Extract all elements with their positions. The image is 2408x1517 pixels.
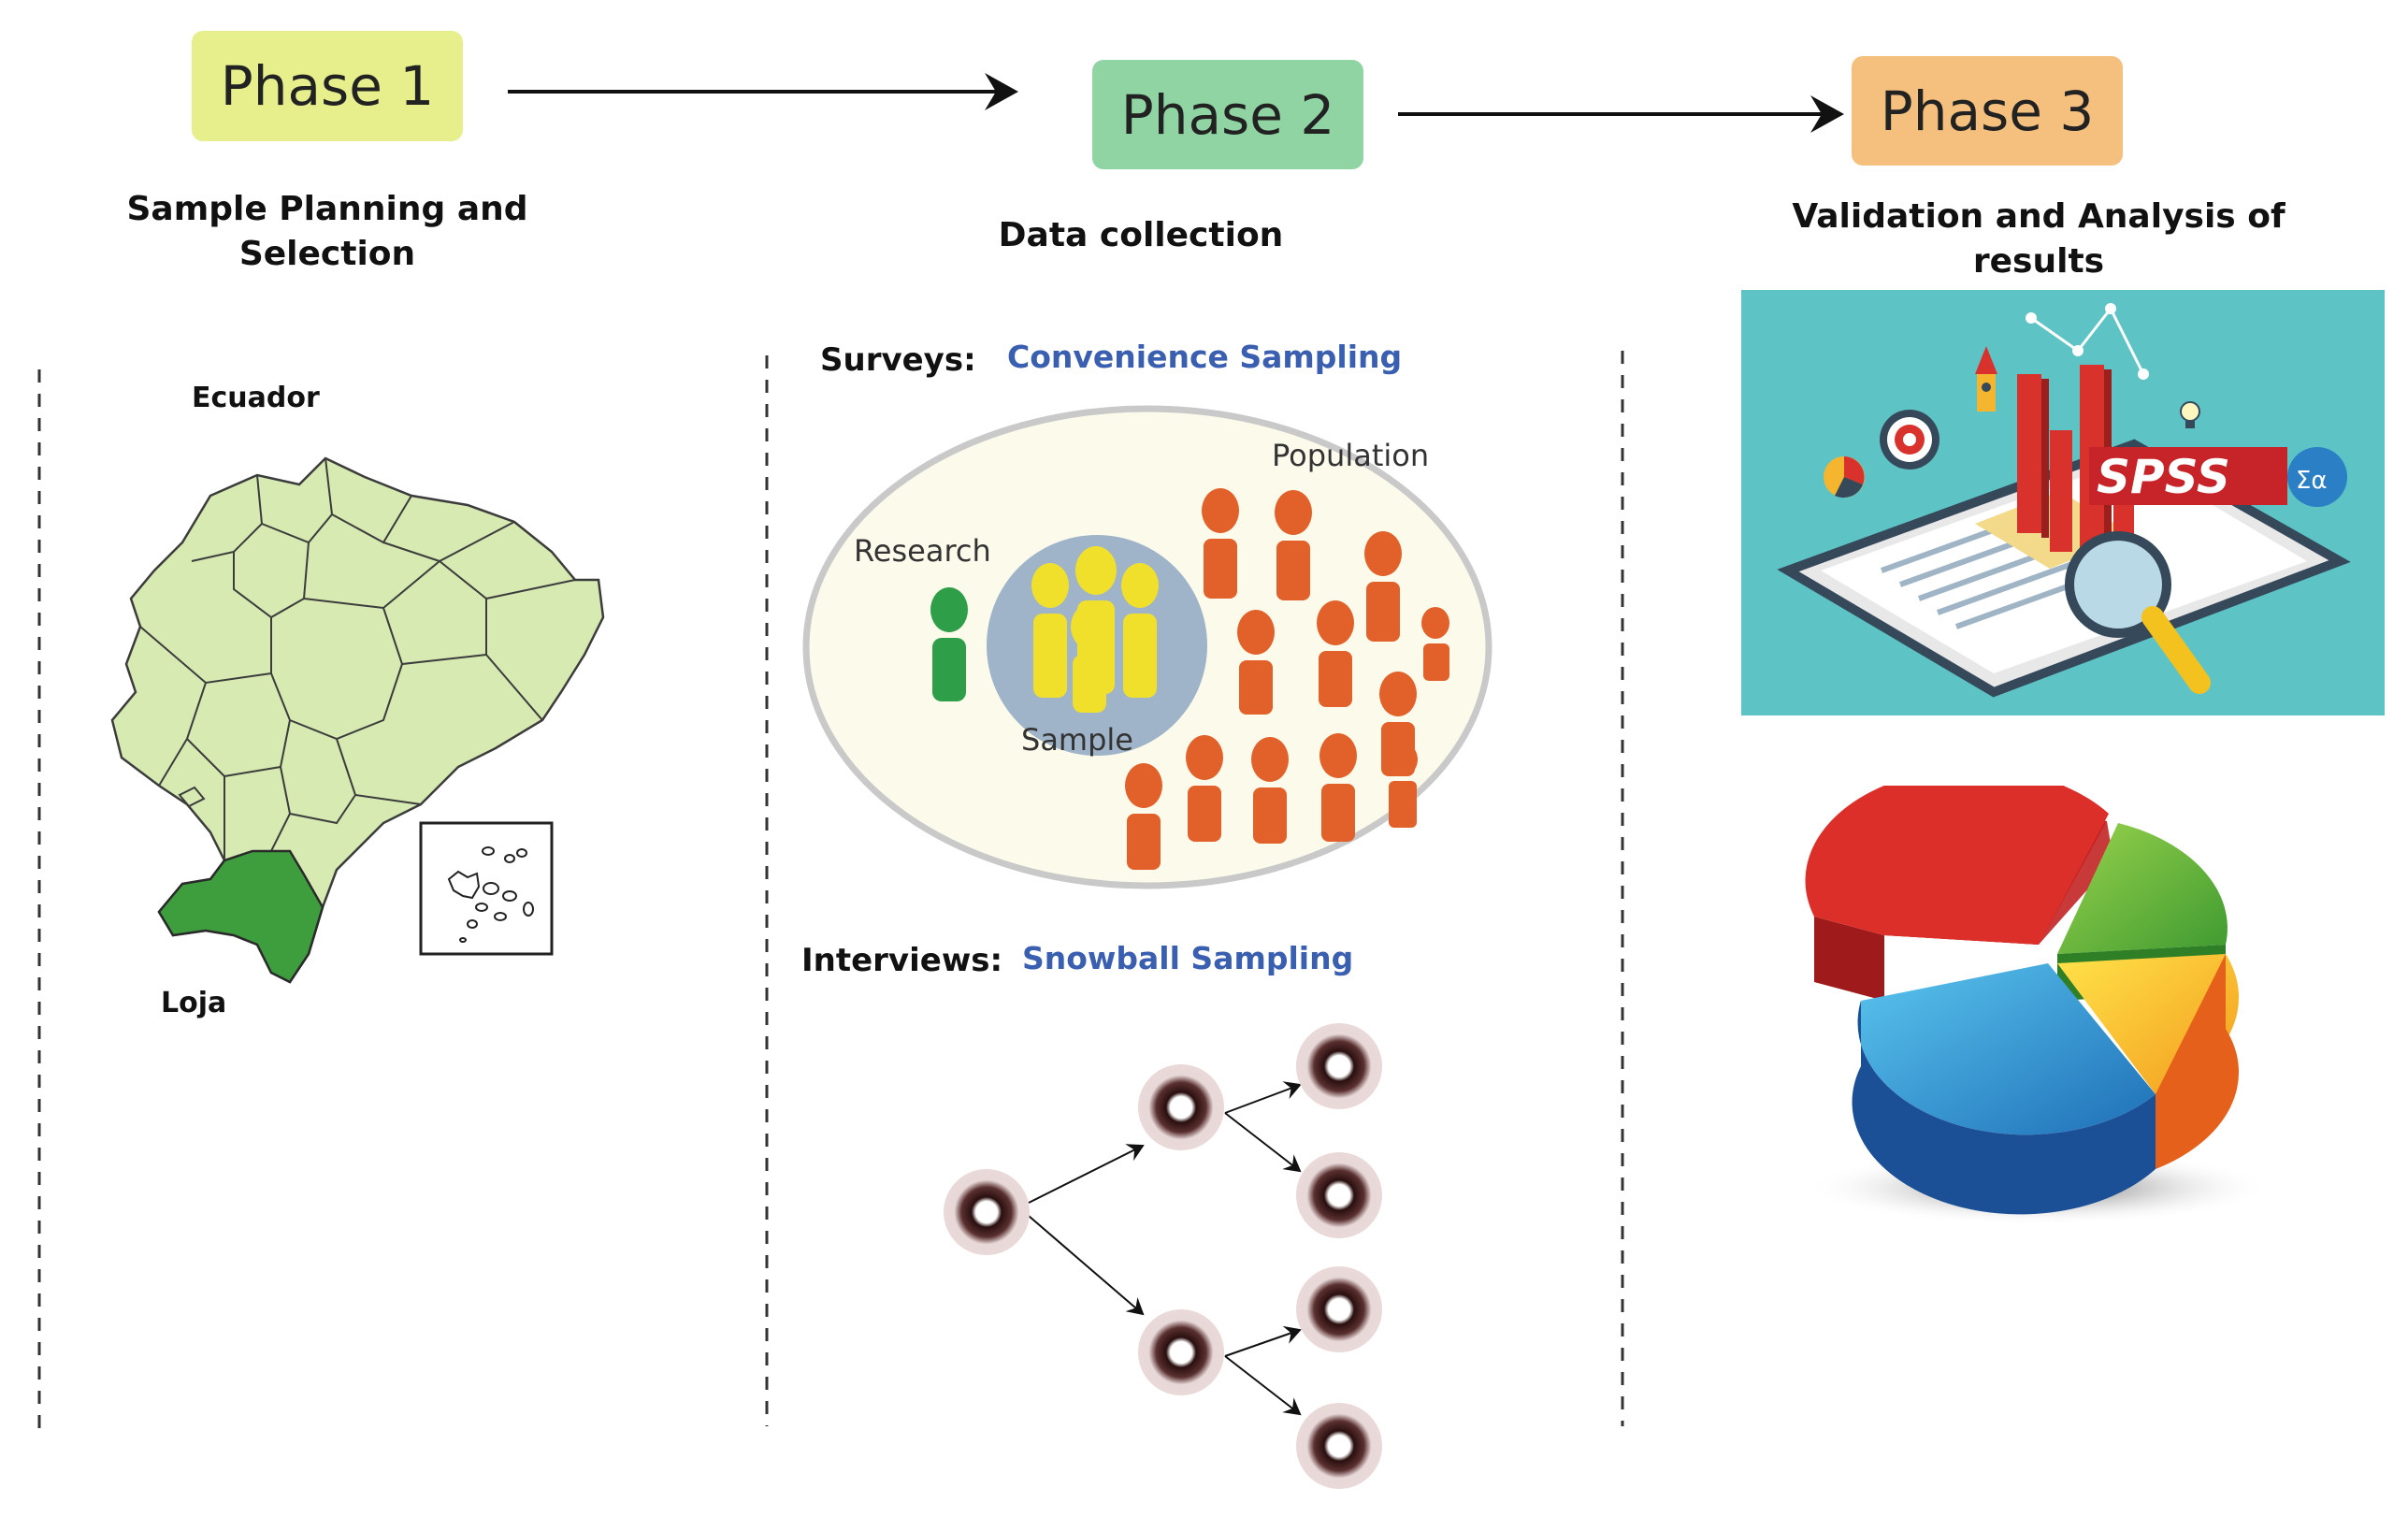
phase-3-label: Phase 3 [1880,79,2095,143]
population-figures [1125,488,1449,870]
mini-pie-icon [1824,456,1865,498]
snowball-node [1138,1064,1224,1150]
phase-2-title: Data collection [998,216,1284,254]
snowball-node [1296,1152,1382,1238]
sigma-badge [2287,447,2347,507]
phase-arrows [508,73,1844,133]
snowball-node [1296,1023,1382,1109]
phase-3-title: Validation and Analysis of results [1792,197,2285,281]
phase-2-label: Phase 2 [1120,82,1335,147]
surveys-method: Convenience Sampling [1007,339,1403,375]
phase-1-title: Sample Planning and Selection [126,190,528,273]
map-country-label: Ecuador [192,382,320,414]
pie-slice-blue [1857,963,2156,1135]
target-icon [1880,410,1939,470]
map-region-label: Loja [161,987,227,1019]
phase-3-box: Phase 3 [1852,56,2123,166]
rocket-icon [1975,346,1997,412]
snowball-sampling-diagram [944,1023,1382,1489]
lightbulb-icon [2180,401,2200,428]
galapagos-inset [419,821,554,956]
snowball-node [944,1169,1030,1255]
ecuador-map [110,456,605,984]
phase-1-label: Phase 1 [220,54,435,118]
pie-chart-3d [1805,786,2272,1225]
spss-analysis-illustration: SPSS Σα [1741,290,2385,715]
phase-1-box: Phase 1 [192,31,463,141]
sample-figures [1031,546,1159,713]
loja-province [157,849,324,984]
researcher-figure [930,587,968,701]
phase-2-box: Phase 2 [1092,60,1363,169]
interviews-method: Snowball Sampling [1022,940,1354,976]
magnifier-icon [2065,531,2211,694]
convenience-sampling-diagram: Population Research Sample [802,405,1492,889]
sigma-text: Σα [2296,467,2328,495]
spss-logo-text: SPSS [2097,450,2230,504]
pie-slice-red-top [1805,786,2109,945]
sample-label: Sample [1021,722,1133,758]
pie-slice-green [2057,823,2228,954]
interviews-label: Interviews: [801,942,1003,979]
spss-logo-box [2089,447,2269,505]
research-label: Research [854,533,991,569]
snowball-nodes [944,1023,1382,1489]
snowball-node [1138,1309,1224,1395]
surveys-label: Surveys: [820,341,976,379]
snowball-node [1296,1403,1382,1489]
population-label: Population [1272,438,1429,473]
snowball-node [1296,1266,1382,1352]
